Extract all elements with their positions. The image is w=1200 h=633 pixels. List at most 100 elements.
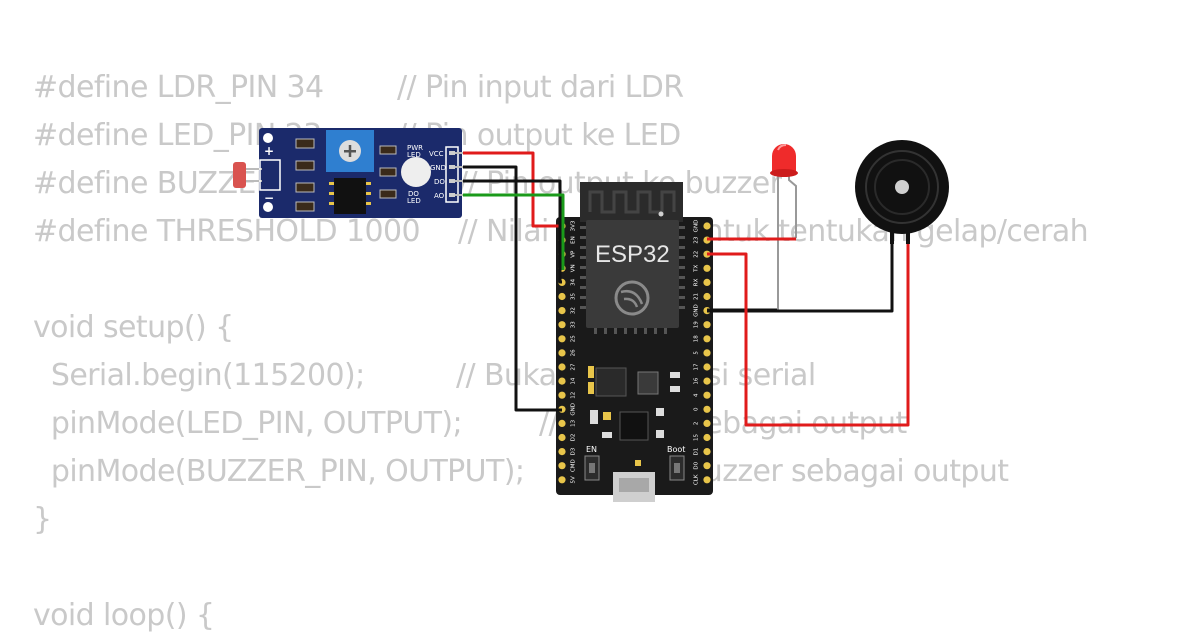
esp32-pin-label: GND	[694, 304, 700, 317]
esp32-pin[interactable]	[558, 321, 566, 329]
ic-pin	[366, 202, 371, 205]
esp32-pin[interactable]	[703, 462, 711, 470]
pwr-led-label: PWR	[407, 144, 423, 152]
wire-gnd-black	[463, 165, 562, 412]
esp32-pin-label: D0	[694, 461, 700, 469]
esp32-pin[interactable]	[558, 391, 566, 399]
esp32-pin[interactable]	[558, 377, 566, 385]
header-pin-lead	[455, 180, 464, 182]
led-base	[770, 169, 798, 177]
code-text: Serial.begin(115200);	[33, 358, 365, 393]
led-highlight	[777, 144, 787, 151]
esp32-pin[interactable]	[703, 264, 711, 272]
esp32-pin-label: GND	[571, 403, 577, 416]
code-text: }	[33, 502, 52, 537]
esp32-pin[interactable]	[558, 335, 566, 343]
esp32-pin[interactable]	[703, 419, 711, 427]
esp32-pin-label: TX	[694, 265, 700, 273]
header-pin[interactable]	[449, 193, 455, 197]
code-comment: // Pin output ke LED	[397, 118, 681, 153]
en-button-cap[interactable]	[589, 463, 595, 473]
buzzer-lead	[906, 232, 910, 244]
esp32-pin-label: 16	[694, 377, 700, 384]
smd-resistor	[602, 432, 612, 438]
header-pin[interactable]	[449, 165, 455, 169]
esp32-pin-label: 19	[694, 321, 700, 328]
smd-capacitor	[588, 366, 594, 378]
smd-resistor	[379, 189, 397, 199]
smd-resistor	[670, 386, 680, 392]
esp32-pin-label: RX	[694, 278, 700, 286]
header-pin-lead	[455, 166, 464, 168]
esp32-pin-label: 18	[694, 335, 700, 342]
indicator-led	[401, 157, 431, 187]
smd-resistor	[295, 182, 315, 193]
esp32-pin[interactable]	[558, 433, 566, 442]
esp32-pin-label: 5V	[571, 476, 577, 483]
esp32-pin[interactable]	[703, 363, 711, 371]
esp32-pin[interactable]	[558, 349, 566, 357]
esp32-pin-label: 21	[694, 293, 700, 300]
esp32-pin[interactable]	[703, 391, 711, 399]
usb-port-opening	[619, 478, 649, 492]
esp32-pin-label: 0	[694, 407, 700, 411]
header-pin-lead	[455, 152, 464, 154]
red-led[interactable]	[770, 144, 798, 310]
esp32-pin[interactable]	[558, 292, 566, 301]
pin-label-vcc: VCC	[429, 150, 444, 158]
header-pin[interactable]	[449, 179, 455, 183]
esp32-pin[interactable]	[558, 419, 566, 427]
esp32-pin[interactable]	[703, 349, 711, 357]
esp32-pin-label: 12	[571, 392, 577, 399]
esp32-pin[interactable]	[703, 335, 711, 343]
header-pin[interactable]	[449, 151, 455, 155]
esp32-pin[interactable]	[703, 321, 711, 329]
esp32-pin[interactable]	[558, 476, 566, 484]
code-line-10: void loop() {	[33, 599, 215, 633]
esp32-pin-label: 4	[694, 393, 700, 397]
esp32-pin[interactable]	[558, 462, 566, 470]
mount-hole	[263, 133, 273, 143]
esp32-devkit-board[interactable]: ESP32 EN Boot	[556, 182, 713, 502]
buzzer-ring	[874, 159, 930, 215]
esp32-pin-label: EN	[571, 236, 577, 244]
code-text: #define THRESHOLD 1000	[33, 214, 421, 249]
esp32-pin-label: 17	[694, 363, 700, 370]
esp32-pin[interactable]	[558, 448, 566, 456]
esp32-pin-label: D1	[694, 448, 700, 456]
esp32-pin-label: CMD	[571, 459, 577, 472]
esp32-pin-label: 35	[571, 293, 577, 300]
voltage-regulator	[595, 367, 627, 397]
esp32-pin[interactable]	[703, 433, 711, 442]
wire-buzzer-gnd-black	[707, 240, 894, 313]
led-anode-lead	[788, 168, 797, 238]
esp32-pin[interactable]	[703, 292, 711, 301]
ic-pin	[329, 182, 334, 185]
ldr-sensor-module[interactable]: + − PWR LED DO LED VCC GND DO AO	[233, 128, 464, 218]
esp32-pin[interactable]	[703, 278, 711, 286]
esp32-pin[interactable]	[703, 476, 711, 484]
pwr-led-label: LED	[407, 151, 421, 159]
photoresistor[interactable]	[233, 162, 246, 188]
wire-do-black	[463, 179, 562, 284]
wire-buzzer-red	[707, 240, 910, 427]
buzzer-lead	[890, 232, 894, 244]
piezo-buzzer[interactable]	[855, 140, 949, 234]
esp32-pin-label: VN	[571, 264, 577, 272]
esp32-pin-label: CLK	[694, 474, 700, 485]
mount-hole	[263, 202, 273, 212]
code-text: #define LDR_PIN 34	[33, 70, 324, 105]
esp32-pin-label: 5	[694, 351, 700, 355]
esp32-pin[interactable]	[703, 222, 711, 230]
boot-button-cap[interactable]	[674, 463, 680, 473]
esp32-pin[interactable]	[558, 363, 566, 371]
esp32-pin[interactable]	[558, 307, 566, 315]
esp32-pin-label: 26	[571, 349, 577, 356]
esp32-pin[interactable]	[703, 448, 711, 456]
esp32-pin[interactable]	[703, 405, 711, 413]
esp32-pin[interactable]	[703, 377, 711, 385]
do-led-label: DO	[408, 190, 419, 198]
header-pin-lead	[455, 194, 464, 196]
esp32-pin-label: 13	[571, 419, 577, 426]
minus-label: −	[264, 191, 274, 205]
